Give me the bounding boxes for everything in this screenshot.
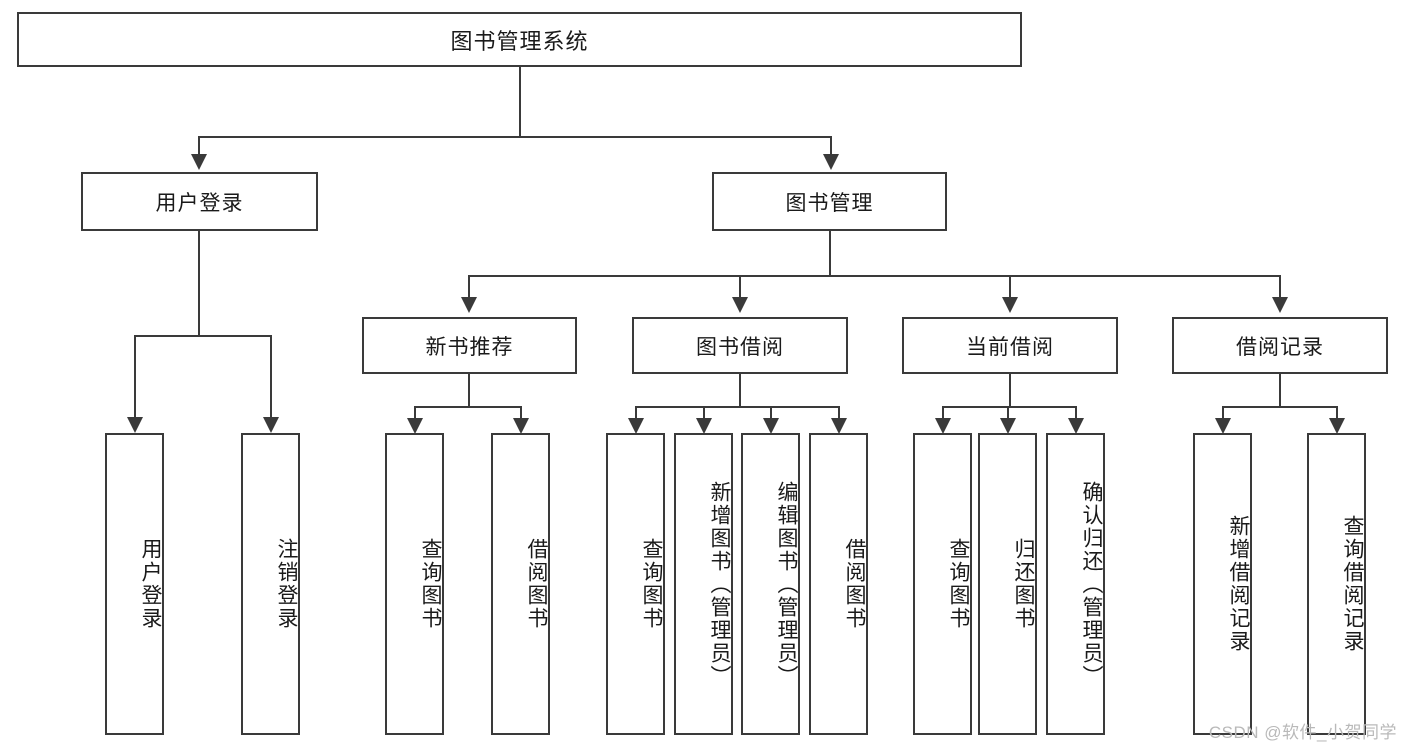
node-leaf-query-book-2[interactable]: 查询图书 bbox=[606, 433, 665, 735]
node-leaf-borrow-book-2-label: 借阅图书 bbox=[843, 538, 866, 630]
arrowhead-leaf-return-book bbox=[1000, 418, 1016, 434]
arrowhead-book-borrow bbox=[732, 297, 748, 313]
edge-user-login-bus bbox=[134, 335, 270, 337]
node-current-borrow[interactable]: 当前借阅 bbox=[902, 317, 1118, 374]
edge-nbr-bus bbox=[414, 406, 522, 408]
edge-bb-bus bbox=[635, 406, 840, 408]
edge-cb-stem bbox=[1009, 374, 1011, 407]
edge-bb-drop-1 bbox=[635, 406, 637, 420]
edge-bb-stem bbox=[739, 374, 741, 407]
edge-bb-drop-4 bbox=[838, 406, 840, 420]
arrowhead-leaf-logout-login bbox=[263, 417, 279, 433]
node-leaf-borrow-book-2[interactable]: 借阅图书 bbox=[809, 433, 868, 735]
node-current-borrow-label: 当前借阅 bbox=[966, 335, 1054, 359]
node-leaf-borrow-book-1-label: 借阅图书 bbox=[525, 538, 548, 630]
node-leaf-borrow-book-1[interactable]: 借阅图书 bbox=[491, 433, 550, 735]
arrowhead-leaf-query-book-1 bbox=[407, 418, 423, 434]
edge-bb-drop-3 bbox=[770, 406, 772, 420]
node-leaf-return-book[interactable]: 归还图书 bbox=[978, 433, 1037, 735]
arrowhead-leaf-borrow-book-2 bbox=[831, 418, 847, 434]
edge-nbr-stem bbox=[468, 374, 470, 407]
arrowhead-leaf-query-record bbox=[1329, 418, 1345, 434]
arrowhead-leaf-query-book-3 bbox=[935, 418, 951, 434]
node-leaf-add-book[interactable]: 新增图书（管理员） bbox=[674, 433, 733, 735]
node-borrow-record-label: 借阅记录 bbox=[1236, 335, 1324, 359]
edge-book-manage-bus bbox=[468, 275, 1280, 277]
node-user-login[interactable]: 用户登录 bbox=[81, 172, 318, 231]
edge-cb-drop-1 bbox=[942, 406, 944, 420]
node-leaf-user-login[interactable]: 用户登录 bbox=[105, 433, 164, 735]
node-leaf-add-record[interactable]: 新增借阅记录 bbox=[1193, 433, 1252, 735]
arrowhead-leaf-borrow-book-1 bbox=[513, 418, 529, 434]
node-leaf-query-book-1[interactable]: 查询图书 bbox=[385, 433, 444, 735]
node-leaf-user-login-label: 用户登录 bbox=[139, 538, 162, 630]
edge-user-login-drop-1 bbox=[134, 335, 136, 419]
node-leaf-edit-book-label: 编辑图书（管理员） bbox=[775, 480, 798, 688]
edge-bb-drop-2 bbox=[703, 406, 705, 420]
edge-user-login-drop-2 bbox=[270, 335, 272, 419]
edge-user-login-stem bbox=[198, 231, 200, 336]
edge-nbr-drop-1 bbox=[414, 406, 416, 420]
node-root-label: 图书管理系统 bbox=[450, 28, 589, 54]
node-root-system[interactable]: 图书管理系统 bbox=[17, 12, 1022, 67]
arrowhead-leaf-add-book bbox=[696, 418, 712, 434]
node-book-manage[interactable]: 图书管理 bbox=[712, 172, 947, 231]
node-new-book-recommend[interactable]: 新书推荐 bbox=[362, 317, 577, 374]
edge-cb-bus bbox=[942, 406, 1077, 408]
node-new-book-recommend-label: 新书推荐 bbox=[425, 335, 514, 359]
node-leaf-confirm-return-label: 确认归还（管理员） bbox=[1080, 480, 1103, 688]
edge-bm-drop-current-borrow bbox=[1009, 275, 1011, 299]
node-leaf-query-book-1-label: 查询图书 bbox=[419, 538, 442, 630]
node-leaf-logout-login[interactable]: 注销登录 bbox=[241, 433, 300, 735]
arrowhead-leaf-confirm-return bbox=[1068, 418, 1084, 434]
node-book-borrow[interactable]: 图书借阅 bbox=[632, 317, 848, 374]
arrowhead-leaf-query-book-2 bbox=[628, 418, 644, 434]
node-leaf-query-book-3-label: 查询图书 bbox=[947, 538, 970, 630]
node-leaf-query-record-label: 查询借阅记录 bbox=[1341, 515, 1364, 653]
edge-br-stem bbox=[1279, 374, 1281, 407]
edge-br-bus bbox=[1222, 406, 1338, 408]
edge-root-stem bbox=[519, 67, 521, 137]
arrowhead-book-manage bbox=[823, 154, 839, 170]
edge-bm-drop-borrow-record bbox=[1279, 275, 1281, 299]
node-leaf-add-book-label: 新增图书（管理员） bbox=[708, 480, 731, 688]
edge-cb-drop-3 bbox=[1075, 406, 1077, 420]
node-leaf-logout-login-label: 注销登录 bbox=[275, 538, 298, 630]
arrowhead-user-login bbox=[191, 154, 207, 170]
node-leaf-edit-book[interactable]: 编辑图书（管理员） bbox=[741, 433, 800, 735]
edge-root-to-book-manage bbox=[830, 136, 832, 156]
edge-bm-drop-new-book bbox=[468, 275, 470, 299]
arrowhead-leaf-edit-book bbox=[763, 418, 779, 434]
arrowhead-leaf-user-login bbox=[127, 417, 143, 433]
arrowhead-borrow-record bbox=[1272, 297, 1288, 313]
node-leaf-confirm-return[interactable]: 确认归还（管理员） bbox=[1046, 433, 1105, 735]
node-leaf-add-record-label: 新增借阅记录 bbox=[1227, 515, 1250, 653]
edge-br-drop-2 bbox=[1336, 406, 1338, 420]
csdn-watermark: CSDN @软件_小贺同学 bbox=[1208, 723, 1397, 742]
node-user-login-label: 用户登录 bbox=[155, 191, 244, 215]
edge-root-bus bbox=[198, 136, 832, 138]
node-leaf-query-book-3[interactable]: 查询图书 bbox=[913, 433, 972, 735]
node-leaf-query-record[interactable]: 查询借阅记录 bbox=[1307, 433, 1366, 735]
node-book-manage-label: 图书管理 bbox=[785, 191, 874, 215]
node-leaf-return-book-label: 归还图书 bbox=[1012, 538, 1035, 630]
edge-br-drop-1 bbox=[1222, 406, 1224, 420]
node-borrow-record[interactable]: 借阅记录 bbox=[1172, 317, 1388, 374]
edge-nbr-drop-2 bbox=[520, 406, 522, 420]
arrowhead-current-borrow bbox=[1002, 297, 1018, 313]
node-book-borrow-label: 图书借阅 bbox=[696, 335, 784, 359]
arrowhead-leaf-add-record bbox=[1215, 418, 1231, 434]
node-leaf-query-book-2-label: 查询图书 bbox=[640, 538, 663, 630]
edge-book-manage-stem bbox=[829, 231, 831, 276]
edge-cb-drop-2 bbox=[1007, 406, 1009, 420]
arrowhead-new-book-recommend bbox=[461, 297, 477, 313]
edge-root-to-user-login bbox=[198, 136, 200, 156]
edge-bm-drop-book-borrow bbox=[739, 275, 741, 299]
